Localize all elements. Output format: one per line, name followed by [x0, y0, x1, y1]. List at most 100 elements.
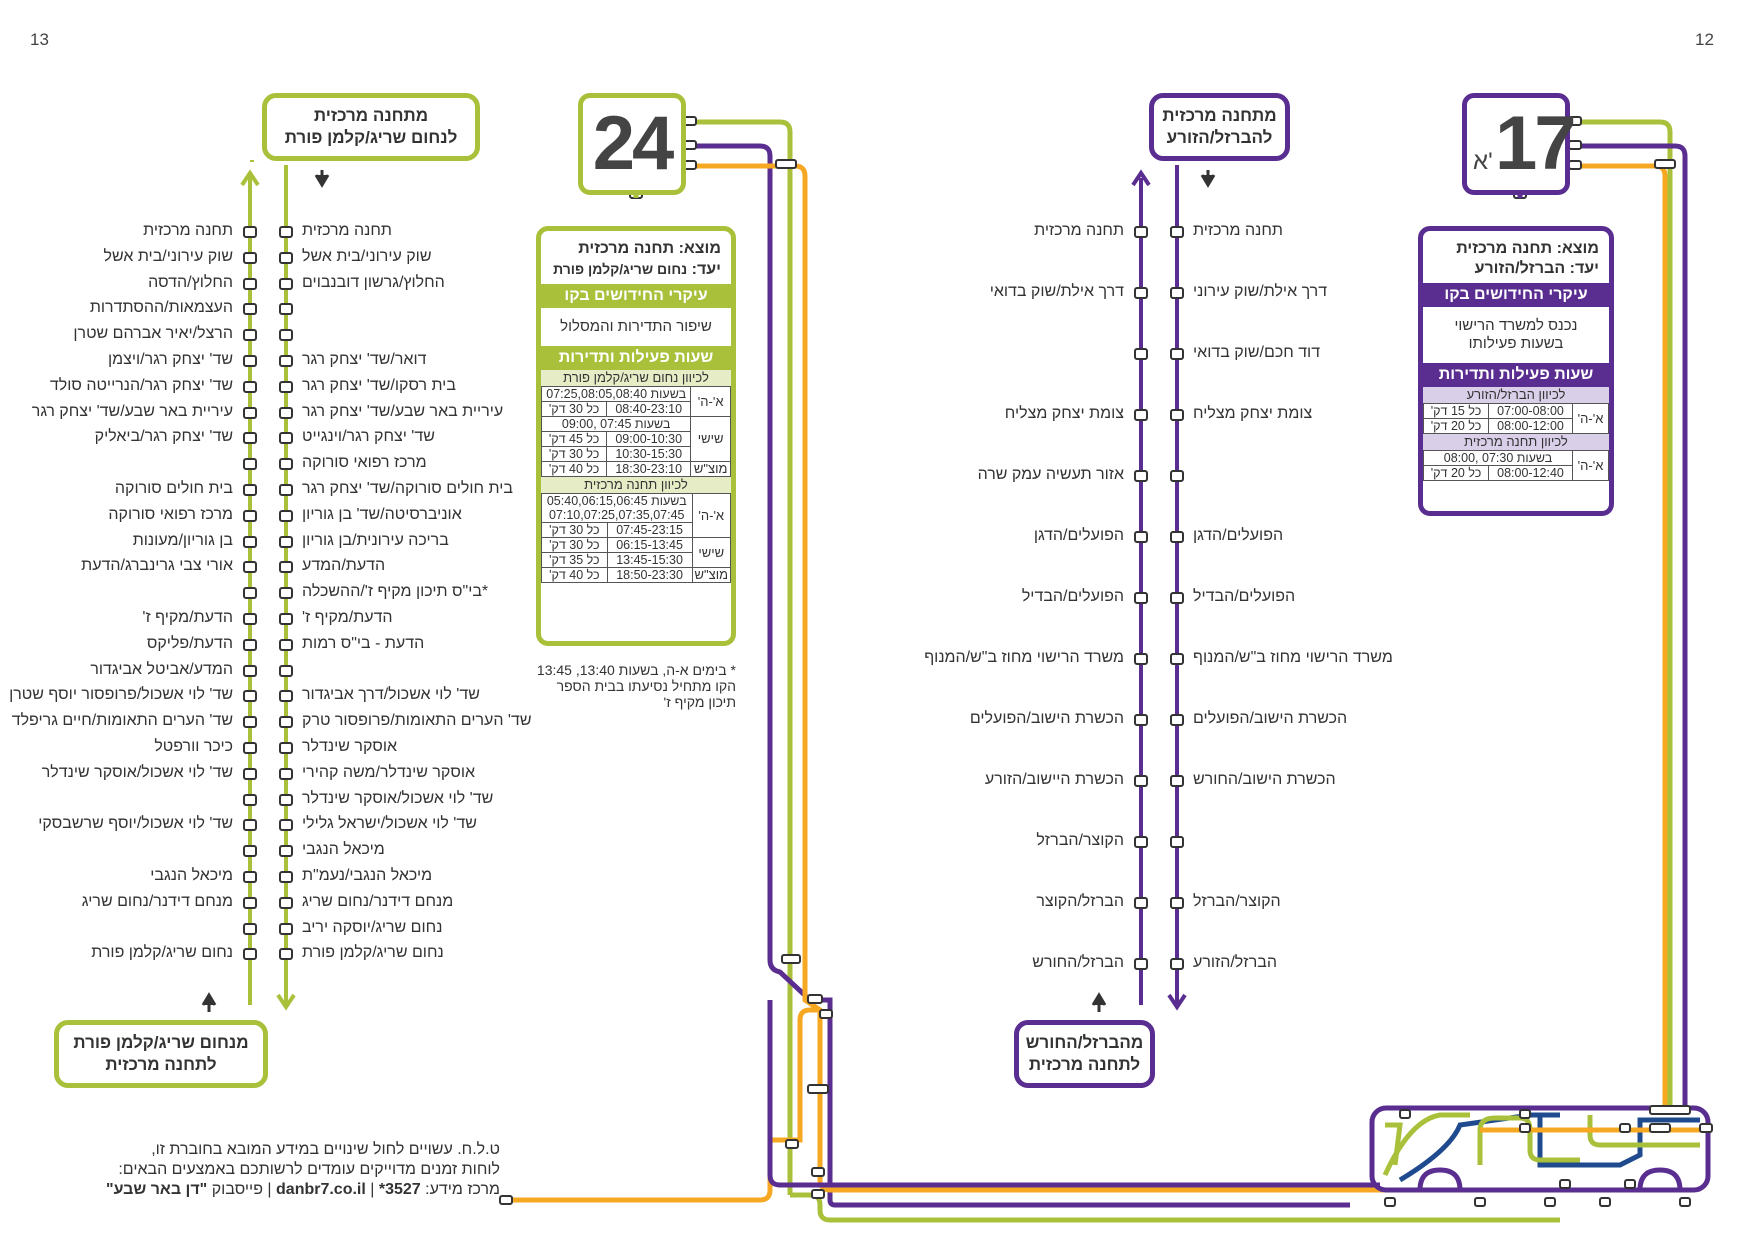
table-cell: 08:00-12:40	[1488, 465, 1574, 481]
route17-bottom-terminal-line1: מהברזל/החורש	[1025, 1033, 1144, 1052]
route17-number-box: 17 א'	[1462, 93, 1577, 195]
stop-marker	[243, 561, 257, 574]
route24-table1: א'-ה'בשעות 07:25,08:05,08:40 08:40-23:10…	[541, 386, 731, 477]
stop-marker	[243, 871, 257, 883]
route24-top-terminal-line1: מתחנה מרכזית	[313, 106, 429, 125]
route24-bottom-terminal-line2: לתחנה מרכזית	[105, 1055, 217, 1074]
stop-marker	[279, 716, 293, 729]
stop-marker	[1170, 775, 1184, 787]
stop-label: שוק עירוני/בית אשל	[302, 247, 432, 265]
stop-marker	[1170, 958, 1184, 970]
stop-marker	[279, 690, 293, 703]
stop-marker	[1170, 836, 1184, 848]
stop-marker	[1134, 592, 1148, 604]
stop-marker	[279, 432, 293, 445]
stop-label: אזור תעשיה עמק שרה	[977, 466, 1124, 483]
table-cell: 10:30-15:30	[606, 446, 692, 462]
route24-hours-title: שעות פעילות ותדירות	[541, 346, 731, 370]
route17-info-card: מוצא: תחנה מרכזית יעד: הברזל/הזורע עיקרי…	[1418, 226, 1614, 516]
table-cell: א'-ה'	[690, 386, 731, 417]
stop-marker	[279, 458, 293, 471]
route24-dest: נחום שריג/קלמן פורת	[553, 261, 688, 277]
stop-label: החלוץ/גרשון דובנבוים	[302, 273, 445, 291]
stop-label: דרך אילת/שוק עירוני	[1193, 283, 1328, 300]
route24-origin-label: מוצא:	[678, 240, 721, 257]
stop-label: המדע/אביטל אביגדור	[90, 660, 233, 678]
stop-marker	[243, 587, 257, 600]
stop-label: הדעת/מקיף ז'	[142, 609, 233, 626]
stop-label: אוניברסיטה/שד' בן גוריון	[302, 505, 462, 523]
stop-marker	[1170, 653, 1184, 665]
stop-label: הדעת/פליקס	[146, 634, 233, 652]
stop-marker	[243, 613, 257, 625]
table-cell: 09:00-10:30	[606, 431, 692, 447]
stop-label: דרך אילת/שוק בדואי	[989, 283, 1124, 300]
stop-marker	[279, 819, 293, 832]
stop-label: הכשרת הישוב/הפועלים	[969, 710, 1124, 727]
table-cell: 18:30-23:10	[606, 461, 692, 477]
stop-label: עיריית באר שבע/שד' יצחק רגר	[31, 402, 233, 420]
stop-marker	[279, 484, 293, 496]
stop-label: אוסקר שינדלר/משה קהירי	[302, 763, 476, 781]
route17-number: 17	[1495, 101, 1577, 186]
footer-info-label: מרכז מידע:	[425, 1181, 500, 1198]
stop-marker	[279, 251, 293, 264]
stop-marker	[1134, 531, 1148, 543]
footer-fb-link[interactable]: "דן באר שבע"	[105, 1181, 208, 1198]
stop-label: מיכאל הנגבי/נעמ"ת	[302, 867, 433, 884]
stop-marker	[279, 922, 293, 935]
stop-marker	[279, 871, 293, 883]
route24-info-card: מוצא: תחנה מרכזית יעד: נחום שריג/קלמן פו…	[536, 226, 736, 646]
footer-line2: לוחות זמנים מדוייקים עומדים לרשותכם באמצ…	[118, 1161, 500, 1178]
table-cell: כל 40 דק'	[541, 461, 608, 477]
route17-dest-label: יעד:	[1569, 260, 1599, 277]
table-cell: 08:40-23:10	[606, 401, 692, 417]
stop-label: *בי"ס תיכון מקיף ז'/ההשכלה	[302, 583, 489, 601]
footer-site-link[interactable]: danbr7.co.il	[276, 1181, 366, 1198]
stop-marker	[1170, 897, 1184, 909]
stop-label: תחנה מרכזית	[1193, 222, 1283, 239]
stop-label: בית חולים סורוקה	[114, 480, 233, 497]
stop-label: תחנה מרכזית	[143, 222, 233, 239]
stop-marker	[1134, 653, 1148, 665]
route24-bottom-terminal-line1: מנחום שריג/קלמן פורת	[73, 1033, 249, 1052]
stop-label: צומת יצחק מצליח	[1004, 405, 1124, 422]
stop-marker	[243, 535, 257, 548]
stop-label: מרכז רפואי סורוקה	[108, 505, 233, 523]
table-cell: כל 30 דק'	[541, 401, 608, 417]
footer: ט.ל.ח. עשויים לחול שינויים במידע המובא ב…	[60, 1140, 500, 1200]
stop-marker	[1134, 348, 1148, 360]
stop-marker	[279, 226, 293, 238]
stop-marker	[243, 690, 257, 703]
stop-marker	[1170, 348, 1184, 360]
route24-number: 24	[592, 101, 675, 186]
stop-label: שד' יצחק רגר/הנרייטה סולד	[49, 376, 233, 394]
route17-dest: הברזל/הזורע	[1474, 260, 1566, 277]
route24-origin: תחנה מרכזית	[578, 240, 675, 257]
stop-label: משרד הרישוי מחוז ב"ש/המנוף	[924, 649, 1124, 666]
stop-label: הדעת/המדע	[302, 557, 386, 575]
stop-marker	[1170, 531, 1184, 543]
stop-marker	[279, 742, 293, 754]
stop-marker	[279, 613, 293, 625]
stop-label: שד' יצחק רגר/וינגייט	[302, 428, 435, 446]
route24-table2: א'-ה'בשעות 05:40,06:15,06:45 07:10,07:25…	[541, 493, 731, 583]
stop-label: הפועלים/הבדיל	[1193, 588, 1296, 605]
stop-marker	[243, 251, 257, 264]
footer-fb-label: פייסבוק	[211, 1181, 263, 1198]
stop-marker	[243, 767, 257, 780]
stop-marker	[243, 303, 257, 316]
table-cell: כל 30 דק'	[541, 446, 608, 462]
stop-marker	[243, 948, 257, 961]
table-cell: 13:45-15:30	[606, 552, 693, 568]
stop-label: הדעת/מקיף ז'	[302, 609, 393, 626]
stop-marker	[279, 277, 293, 290]
stop-label: משרד הרישוי מחוז ב"ש/המנוף	[1193, 649, 1393, 666]
bus-body	[1369, 1105, 1711, 1193]
route24-number-box: 24	[578, 93, 686, 195]
stop-marker	[279, 329, 293, 342]
stop-label: תחנה מרכזית	[302, 222, 392, 239]
stop-label: שד' לוי אשכול/יוסף שרשבסקי	[38, 815, 233, 833]
stop-label: בית חולים סורוקה/שד' יצחק רגר	[302, 480, 513, 497]
